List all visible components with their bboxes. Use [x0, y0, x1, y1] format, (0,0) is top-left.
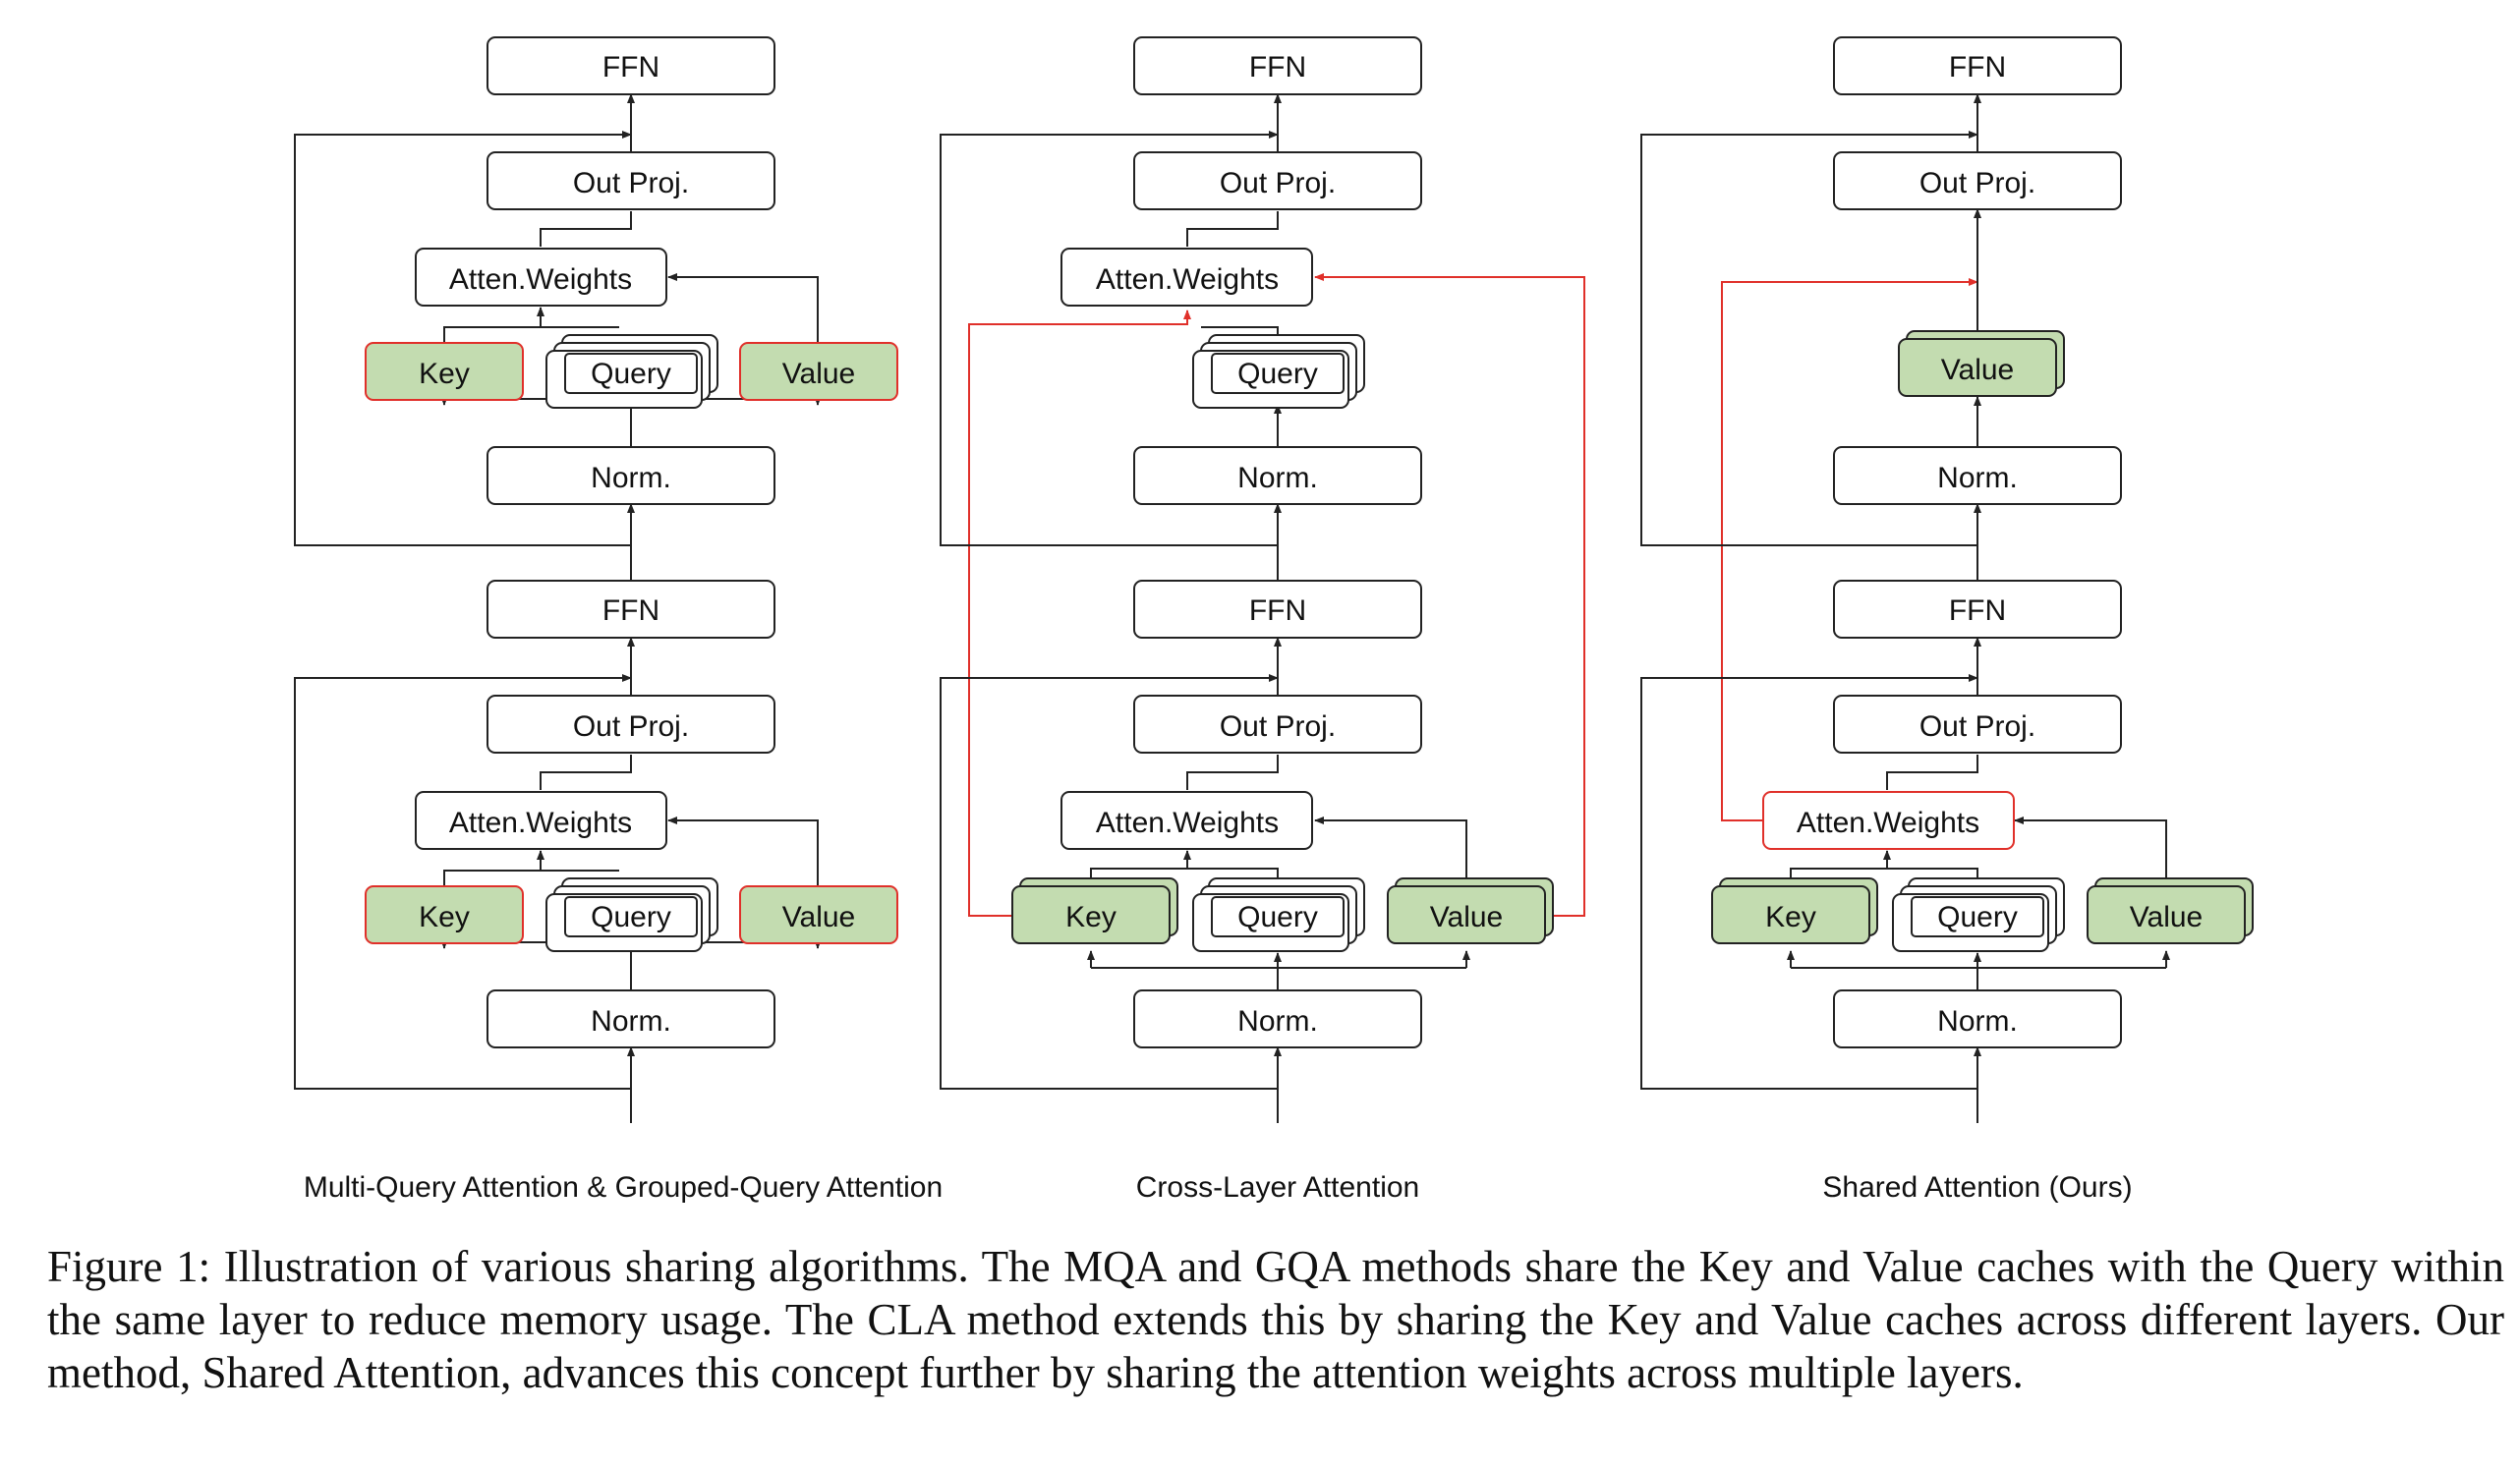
ffn-box — [1833, 36, 2122, 95]
out-proj-box — [487, 151, 775, 210]
atten-weights-box — [415, 248, 667, 307]
query-box — [1211, 353, 1345, 394]
norm-label: Norm. — [1937, 462, 2018, 494]
query-label: Query — [1237, 901, 1318, 933]
ffn-box — [487, 580, 775, 639]
query-label: Query — [1237, 358, 1318, 390]
value-box — [1387, 885, 1546, 944]
figure-caption: Figure 1: Illustration of various sharin… — [47, 1242, 2504, 1397]
query-box — [1211, 896, 1345, 937]
value-label: Value — [1941, 354, 2015, 386]
value-label: Value — [2130, 901, 2204, 933]
out-proj-box — [1133, 151, 1422, 210]
out-proj-label: Out Proj. — [573, 710, 689, 743]
value-box — [739, 342, 898, 401]
ffn-box — [1133, 36, 1422, 95]
out-proj-label: Out Proj. — [1220, 710, 1336, 743]
ffn-label: FFN — [1249, 51, 1306, 84]
ffn-box — [487, 36, 775, 95]
ffn-label: FFN — [602, 51, 659, 84]
norm-box — [1833, 446, 2122, 505]
value-label: Value — [782, 901, 856, 933]
atten-weights-label: Atten.Weights — [1797, 807, 1979, 839]
key-box — [1011, 885, 1171, 944]
value-box — [2087, 885, 2246, 944]
value-label: Value — [1430, 901, 1504, 933]
norm-label: Norm. — [1937, 1005, 2018, 1038]
atten-weights-label: Atten.Weights — [449, 263, 632, 296]
atten-weights-box — [1060, 248, 1313, 307]
value-box — [739, 885, 898, 944]
query-label: Query — [591, 901, 671, 933]
norm-box — [1833, 989, 2122, 1048]
atten-weights-box — [415, 791, 667, 850]
panel-caption: Shared Attention (Ours) — [1822, 1171, 2132, 1204]
ffn-label: FFN — [602, 594, 659, 627]
out-proj-label: Out Proj. — [1919, 710, 2035, 743]
panel-caption: Cross-Layer Attention — [1136, 1171, 1419, 1204]
key-label: Key — [1765, 901, 1816, 933]
norm-box — [487, 989, 775, 1048]
norm-label: Norm. — [1237, 1005, 1318, 1038]
out-proj-box — [1833, 695, 2122, 754]
out-proj-label: Out Proj. — [1919, 167, 2035, 199]
panel-caption: Multi-Query Attention & Grouped-Query At… — [304, 1171, 943, 1204]
key-box — [1711, 885, 1870, 944]
norm-label: Norm. — [1237, 462, 1318, 494]
norm-label: Norm. — [591, 462, 671, 494]
value-label: Value — [782, 358, 856, 390]
out-proj-label: Out Proj. — [1220, 167, 1336, 199]
query-box — [564, 353, 698, 394]
panel-shared-attention: FFN Out Proj. Value Norm. FFN Out Proj. … — [1640, 36, 2254, 1204]
panel-mqa-gqa: FFN Out Proj. Atten.Weights Key Query Va… — [294, 36, 943, 1204]
norm-box — [1133, 446, 1422, 505]
key-box — [365, 885, 524, 944]
atten-weights-label: Atten.Weights — [449, 807, 632, 839]
ffn-box — [1833, 580, 2122, 639]
ffn-label: FFN — [1949, 51, 2006, 84]
atten-weights-label: Atten.Weights — [1096, 263, 1279, 296]
ffn-box — [1133, 580, 1422, 639]
query-box — [1911, 896, 2044, 937]
atten-weights-box — [1762, 791, 2015, 850]
value-box — [1898, 338, 2057, 397]
out-proj-label: Out Proj. — [573, 167, 689, 199]
norm-box — [1133, 989, 1422, 1048]
key-label: Key — [419, 901, 470, 933]
ffn-label: FFN — [1949, 594, 2006, 627]
out-proj-box — [487, 695, 775, 754]
key-box — [365, 342, 524, 401]
panel-cla: FFN Out Proj. Atten.Weights Query Norm. … — [940, 36, 1585, 1204]
query-box — [564, 896, 698, 937]
atten-weights-box — [1060, 791, 1313, 850]
ffn-label: FFN — [1249, 594, 1306, 627]
query-label: Query — [591, 358, 671, 390]
out-proj-box — [1833, 151, 2122, 210]
key-label: Key — [419, 358, 470, 390]
query-label: Query — [1937, 901, 2018, 933]
norm-label: Norm. — [591, 1005, 671, 1038]
key-label: Key — [1065, 901, 1117, 933]
out-proj-box — [1133, 695, 1422, 754]
atten-weights-label: Atten.Weights — [1096, 807, 1279, 839]
norm-box — [487, 446, 775, 505]
